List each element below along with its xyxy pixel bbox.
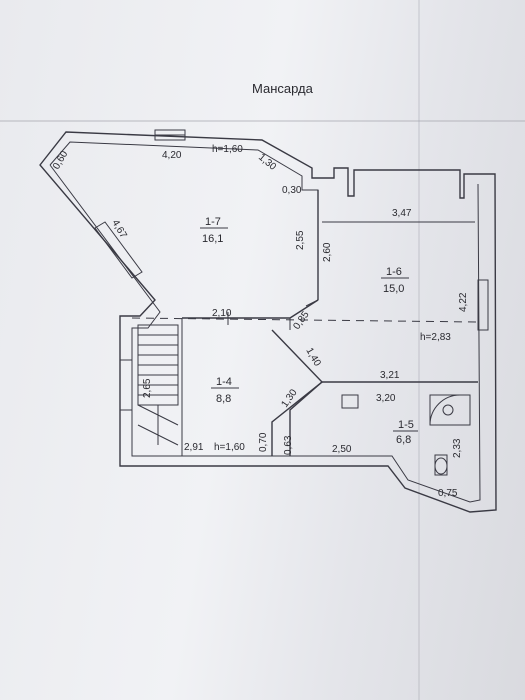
dim-210: 2,10 xyxy=(212,308,232,319)
dim-085: 0,85 xyxy=(291,309,311,332)
dim-070: 0,70 xyxy=(258,432,269,452)
room-1-6-area: 15,0 xyxy=(383,283,404,295)
dim-347: 3,47 xyxy=(392,208,412,219)
staircase xyxy=(137,324,179,446)
dim-h160-bottom: h=1,60 xyxy=(214,442,245,453)
room-1-4-area: 8,8 xyxy=(216,393,231,405)
window-stair xyxy=(119,359,133,411)
dim-422: 4,22 xyxy=(458,292,469,312)
dim-260: 2,60 xyxy=(322,242,333,262)
dim-h160-top: h=1,60 xyxy=(212,144,243,155)
dim-265: 2,65 xyxy=(142,378,153,398)
wall-1-4-right xyxy=(271,329,324,456)
dim-063: 0,63 xyxy=(283,435,294,455)
ceiling-line xyxy=(131,317,479,323)
dim-h283: h=2,83 xyxy=(420,332,451,343)
dim-030: 0,30 xyxy=(282,185,302,196)
dim-320: 3,20 xyxy=(376,393,396,404)
room-1-4-id: 1-4 xyxy=(216,376,232,388)
dim-075: 0,75 xyxy=(438,488,458,499)
outer-wall xyxy=(39,131,497,513)
dim-321: 3,21 xyxy=(380,370,400,381)
wall-1-5-left xyxy=(289,381,323,456)
window-left xyxy=(94,221,143,279)
paper-fold-vertical xyxy=(418,0,420,700)
dim-255: 2,55 xyxy=(295,230,306,250)
dim-420: 4,20 xyxy=(162,150,182,161)
room-1-7-id: 1-7 xyxy=(205,216,221,228)
dim-467: 4,67 xyxy=(109,218,128,241)
bathroom-fixtures xyxy=(341,394,471,476)
room-1-7-area: 16,1 xyxy=(202,233,223,245)
plan-title: Мансарда xyxy=(252,81,314,96)
dim-060: 0,60 xyxy=(51,149,70,172)
dim-250: 2,50 xyxy=(332,444,352,455)
dim-130-bottom: 1,30 xyxy=(279,387,299,410)
window-right xyxy=(477,279,489,331)
dim-233: 2,33 xyxy=(452,438,463,458)
dim-291: 2,91 xyxy=(184,442,204,453)
room-1-5-area: 6,8 xyxy=(396,434,411,446)
room-1-5-id: 1-5 xyxy=(398,419,414,431)
paper-fold-horizontal xyxy=(0,120,525,122)
room-1-6-id: 1-6 xyxy=(386,266,402,278)
dim-130-top: 1,30 xyxy=(256,152,278,173)
